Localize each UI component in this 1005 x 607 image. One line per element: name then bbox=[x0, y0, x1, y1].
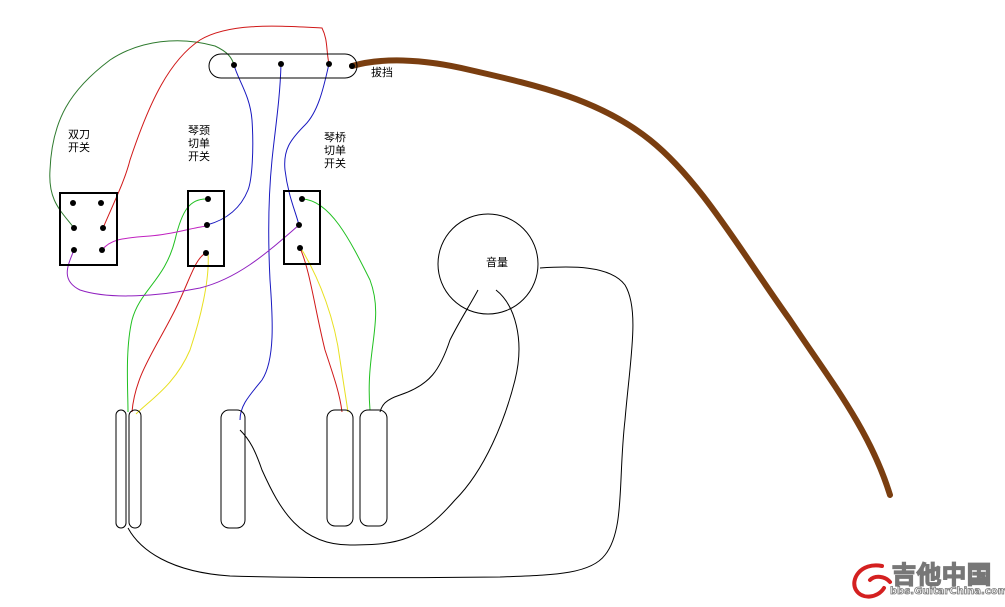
watermark: 吉他中国 bbs.GuitarChina.com bbox=[848, 555, 1005, 603]
neck-split-terminals bbox=[203, 196, 211, 256]
dpdt-terminals bbox=[70, 200, 106, 253]
volume-pot bbox=[437, 213, 539, 315]
wire-black-ground bbox=[239, 289, 520, 546]
wire-magenta bbox=[101, 225, 208, 251]
wire-green-neck bbox=[126, 198, 209, 413]
neck-split-switch bbox=[187, 190, 225, 267]
wire-red-bridge bbox=[299, 247, 343, 413]
selector-terminals bbox=[231, 61, 355, 69]
wire-blue-bridge-selector bbox=[284, 63, 330, 226]
bridge-pickup-coil-1 bbox=[326, 409, 354, 527]
neck-pickup-coil-1 bbox=[115, 409, 127, 529]
wire-red-dpdt-selector bbox=[102, 25, 330, 229]
pickup-selector-switch bbox=[208, 53, 358, 79]
wire-yellow-neck bbox=[135, 252, 209, 415]
wire-green-bridge bbox=[301, 198, 377, 411]
neck-pickup-coil-2 bbox=[128, 409, 142, 529]
bridge-pickup-coil-2 bbox=[359, 409, 388, 527]
volume-label: 音量 bbox=[486, 256, 508, 269]
wire-green-dpdt-selector bbox=[49, 40, 235, 229]
watermark-title: 吉他中国 bbox=[891, 560, 992, 590]
wire-yellow-bridge bbox=[301, 249, 349, 413]
watermark-url: bbs.GuitarChina.com bbox=[890, 586, 1005, 598]
neck-split-label: 琴颈 切单 开关 bbox=[188, 124, 210, 163]
bridge-split-label: 琴桥 切单 开关 bbox=[324, 131, 346, 170]
dpdt-label: 双刀 开关 bbox=[68, 128, 90, 154]
bridge-split-switch bbox=[283, 190, 321, 265]
wire-black-volume-pickup bbox=[379, 289, 479, 413]
dpdt-switch bbox=[59, 192, 118, 266]
watermark-logo-icon bbox=[852, 563, 892, 599]
bridge-split-terminals bbox=[296, 196, 305, 251]
output-cable bbox=[349, 57, 893, 498]
wire-black-volume-output bbox=[127, 266, 634, 579]
selector-label: 拔挡 bbox=[371, 66, 393, 79]
wire-blue-center bbox=[239, 63, 282, 421]
wire-purple bbox=[66, 224, 300, 297]
wire-red-neck bbox=[131, 252, 207, 413]
wire-blue-neck-selector bbox=[206, 64, 254, 226]
middle-pickup bbox=[220, 409, 246, 529]
